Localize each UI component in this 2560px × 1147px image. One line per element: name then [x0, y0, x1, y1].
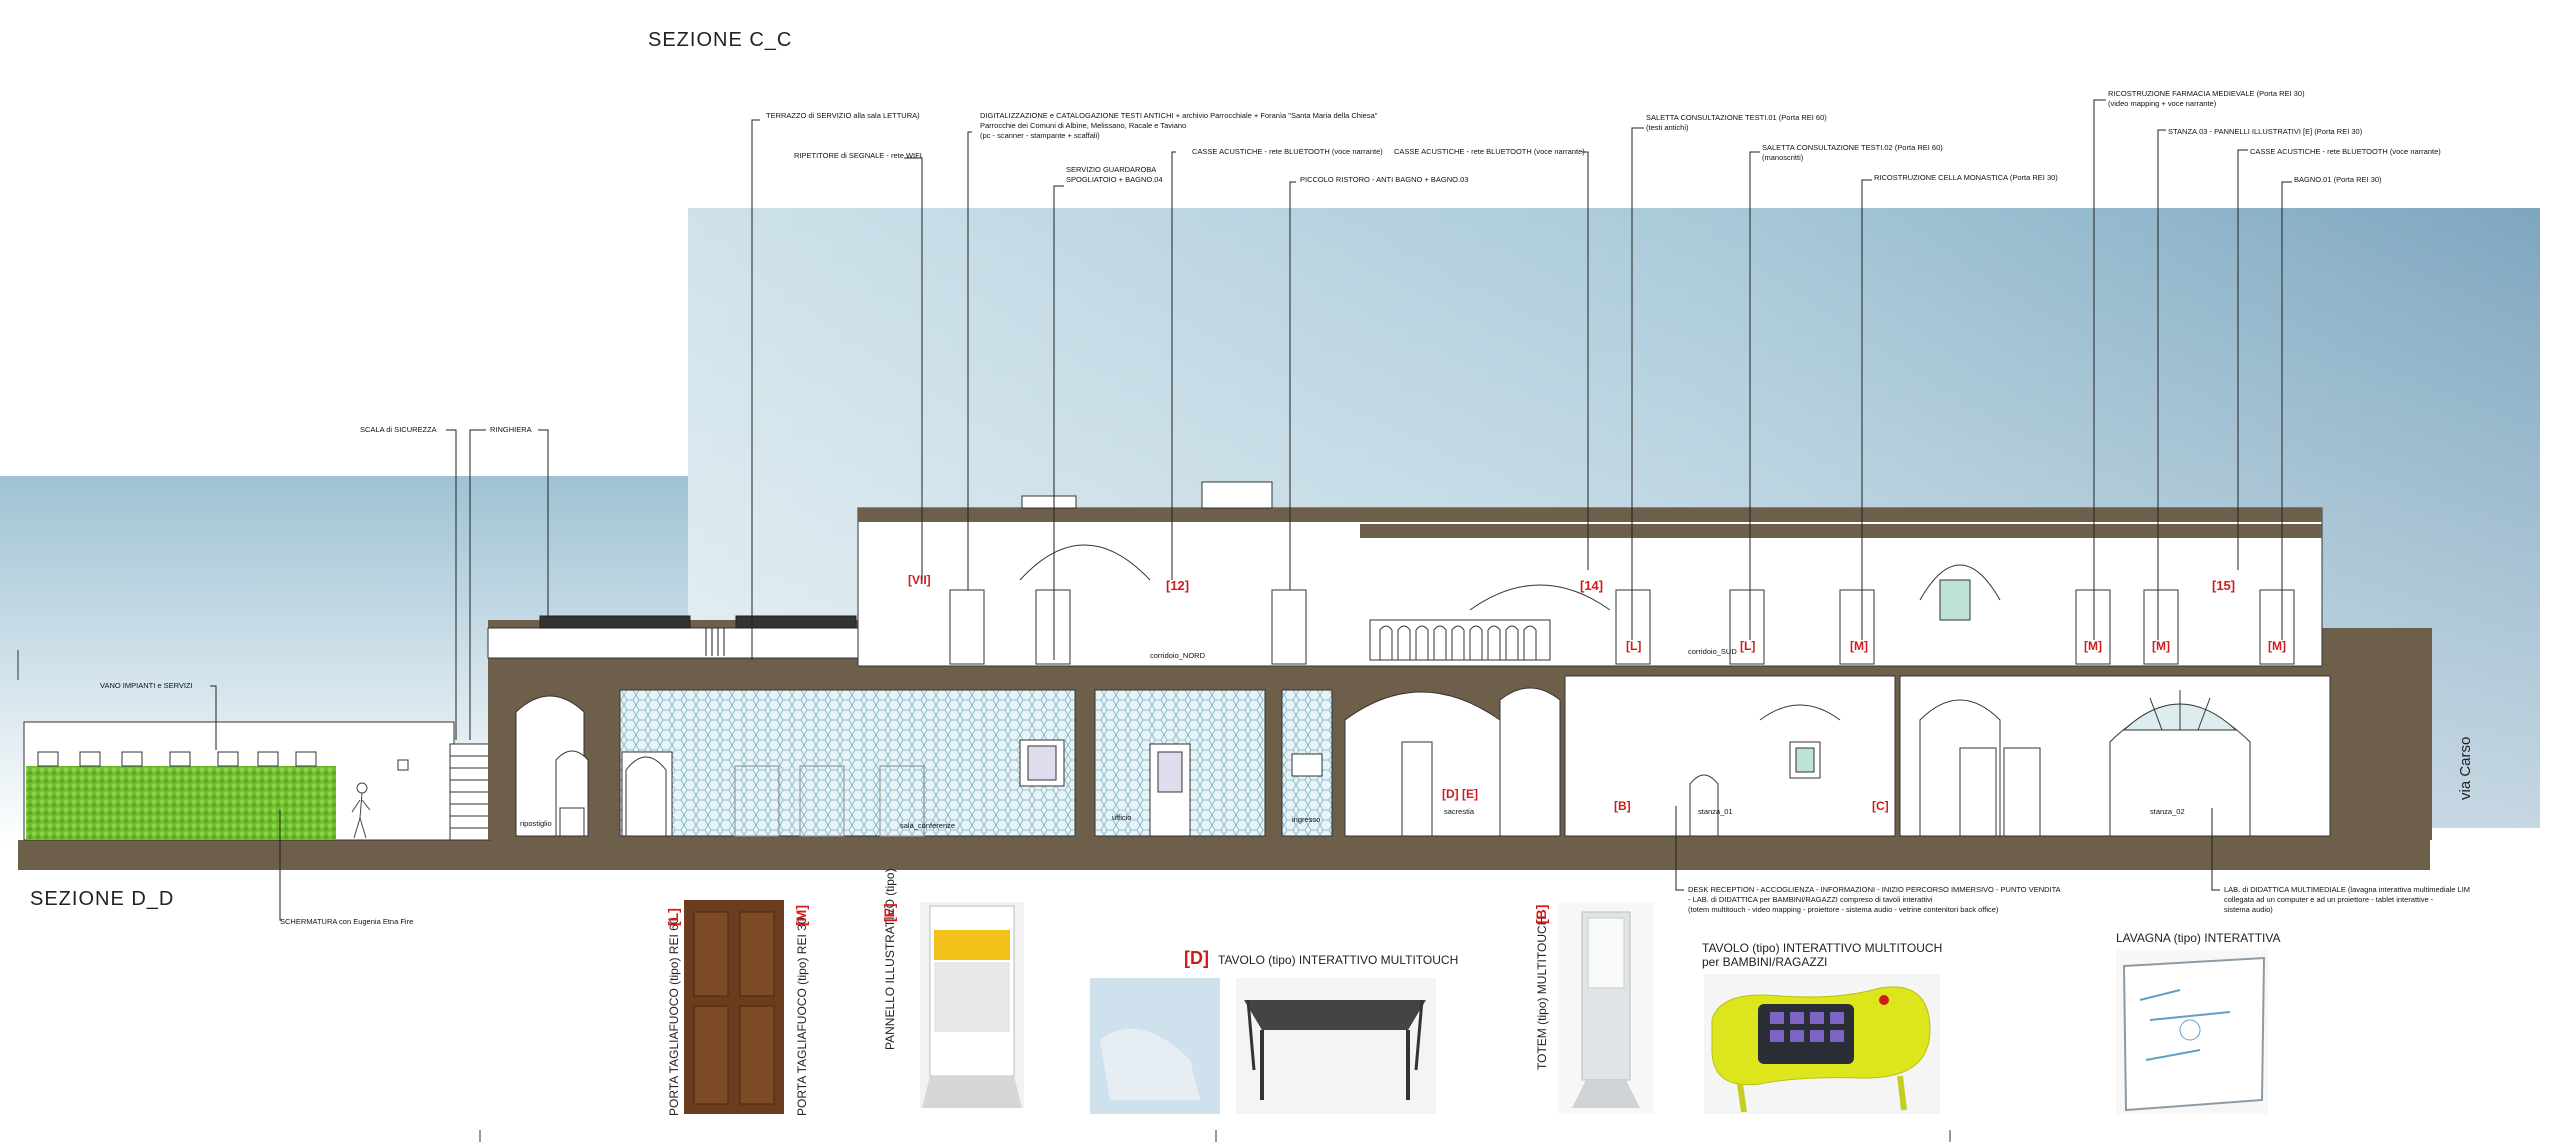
street-label: via Carso	[2457, 737, 2474, 800]
leader-lines	[210, 99, 2292, 921]
legend-tag-l: [L]	[665, 908, 681, 926]
tag-de: [D] [E]	[1442, 787, 1478, 801]
person-figure	[351, 782, 371, 839]
legend-tag-b: [B]	[1533, 905, 1549, 924]
legend-pannello: PANNELLO ILLUSTRATIVO (tipo)	[883, 868, 897, 1050]
annot-desk1: DESK RECEPTION - ACCOGLIENZA - INFORMAZI…	[1688, 885, 2061, 894]
legend-totem	[1558, 902, 1654, 1114]
annot-desk2: - LAB. di DIDATTICA per BAMBINI/RAGAZZI …	[1688, 895, 1933, 904]
upper-balustrade	[1369, 619, 1551, 661]
title-section-cc: SEZIONE C_C	[648, 29, 792, 51]
annot-saletta1b: (testi antichi)	[1646, 123, 1689, 132]
tag-c: [C]	[1872, 799, 1889, 813]
room-label-ripostiglio: ripostiglio	[520, 819, 552, 828]
annot-guard1: SERVIZIO GUARDAROBA	[1066, 165, 1156, 174]
annot-schermatura: SCHERMATURA con Eugenia Etna Fire	[280, 917, 413, 926]
hedge	[26, 766, 336, 840]
room-label-stanza-02: stanza_02	[2150, 807, 2185, 816]
tag-l-1: [L]	[1626, 639, 1641, 653]
annot-vano: VANO IMPIANTI e SERVIZI	[100, 681, 193, 690]
room-hex-1	[619, 689, 1076, 837]
annot-casse2: CASSE ACUSTICHE - rete BLUETOOTH (voce n…	[1394, 147, 1585, 156]
room-label-corridoio-sud: corridoio_SUD	[1688, 647, 1737, 656]
terrace	[487, 627, 859, 659]
legend-tavolo-b1: TAVOLO (tipo) INTERATTIVO MULTITOUCH	[1702, 941, 1942, 955]
annot-casse1: CASSE ACUSTICHE - rete BLUETOOTH (voce n…	[1192, 147, 1383, 156]
annot-lab1: LAB. di DIDATTICA MULTIMEDIALE (lavagna …	[2224, 885, 2470, 894]
legend-lavagna: LAVAGNA (tipo) INTERATTIVA	[2116, 931, 2280, 945]
title-section-dd: SEZIONE D_D	[30, 888, 174, 910]
railings	[539, 615, 857, 656]
legend-tavolo: TAVOLO (tipo) INTERATTIVO MULTITOUCH	[1218, 953, 1458, 967]
tag-vii: [VII]	[908, 573, 931, 587]
annot-digit2: Parrocchie dei Comuni di Albìne, Melissa…	[980, 121, 1186, 130]
tag-m-3: [M]	[2152, 639, 2170, 653]
annot-casse3: CASSE ACUSTICHE - rete BLUETOOTH (voce n…	[2250, 147, 2441, 156]
legend-tag-d: [D]	[1184, 948, 1209, 968]
legend-kids-table	[1704, 974, 1940, 1114]
annot-stanza: STANZA.03 - PANNELLI ILLUSTRATIVI [E] (P…	[2168, 127, 2363, 136]
tag-m-4: [M]	[2268, 639, 2286, 653]
annot-desk3: (totem multitouch - video mapping - proi…	[1688, 905, 1999, 914]
annot-ringhiera: RINGHIERA	[490, 425, 532, 434]
annot-saletta1a: SALETTA CONSULTAZIONE TESTI.01 (Porta RE…	[1646, 113, 1827, 122]
annot-farmacia2: (video mapping + voce narrante)	[2108, 99, 2217, 108]
annot-saletta2b: (manoscritti)	[1762, 153, 1804, 162]
room-label-sacrestia: sacrestia	[1444, 807, 1475, 816]
annot-terrazzo: TERRAZZO di SERVIZIO alla sala LETTURA)	[766, 111, 920, 120]
annot-scala: SCALA di SICUREZZA	[360, 425, 437, 434]
annot-ristoro: PICCOLO RISTORO - ANTI BAGNO + BAGNO.03	[1300, 175, 1468, 184]
annot-guard2: SPOGLIATOIO + BAGNO.04	[1066, 175, 1163, 184]
annot-digit1: DIGITALIZZAZIONE e CATALOGAZIONE TESTI A…	[980, 111, 1378, 120]
annot-digit3: (pc - scanner - stampante + scaffali)	[980, 131, 1100, 140]
annot-cella: RICOSTRUZIONE CELLA MONASTICA (Porta REI…	[1874, 173, 2058, 182]
annot-lab3: sistema audio)	[2224, 905, 2273, 914]
legend-tag-e: [E]	[881, 903, 897, 922]
upper-doors	[949, 589, 2295, 665]
legend-totem-label: TOTEM (tipo) MULTITOUCH	[1535, 917, 1549, 1070]
annot-bagno: BAGNO.01 (Porta REI 30)	[2294, 175, 2382, 184]
tag-12: [12]	[1166, 578, 1189, 593]
service-windows	[37, 751, 317, 767]
room-label-corridoio-nord: corridoio_NORD	[1150, 651, 1206, 660]
legend-whiteboard	[2116, 950, 2268, 1114]
legend-table-photo	[1090, 978, 1436, 1114]
tag-l-2: [L]	[1740, 639, 1755, 653]
room-stanza-01	[1564, 675, 1896, 837]
legend-panel	[920, 902, 1024, 1108]
tag-b: [B]	[1614, 799, 1631, 813]
annot-farmacia1: RICOSTRUZIONE FARMACIA MEDIEVALE (Porta …	[2108, 89, 2305, 98]
annot-ripetitore: RIPETITORE di SEGNALE - rete WIFI	[794, 151, 922, 160]
legend-porta60: PORTA TAGLIAFUOCO (tipo) REI 60	[667, 917, 681, 1116]
annot-saletta2a: SALETTA CONSULTAZIONE TESTI.02 (Porta RE…	[1762, 143, 1943, 152]
tag-m-2: [M]	[2084, 639, 2102, 653]
tag-m-1: [M]	[1850, 639, 1868, 653]
ground-slab	[18, 840, 2430, 870]
legend-tavolo-b2: per BAMBINI/RAGAZZI	[1702, 955, 1827, 969]
legend-tag-m: [M]	[793, 905, 809, 926]
tag-15: [15]	[2212, 578, 2235, 593]
room-label-sala-conferenze: sala_conferenze	[900, 821, 955, 830]
room-label-ingresso: ingresso	[1292, 815, 1320, 824]
annot-lab2: collegata ad un computer e ad un proiett…	[2224, 895, 2434, 904]
legend-porta30: PORTA TAGLIAFUOCO (tipo) REI 30	[795, 917, 809, 1116]
tag-14: [14]	[1580, 578, 1603, 593]
room-label-stanza-01: stanza_01	[1698, 807, 1733, 816]
room-label-ufficio: ufficio	[1112, 813, 1131, 822]
legend-door	[684, 900, 784, 1114]
